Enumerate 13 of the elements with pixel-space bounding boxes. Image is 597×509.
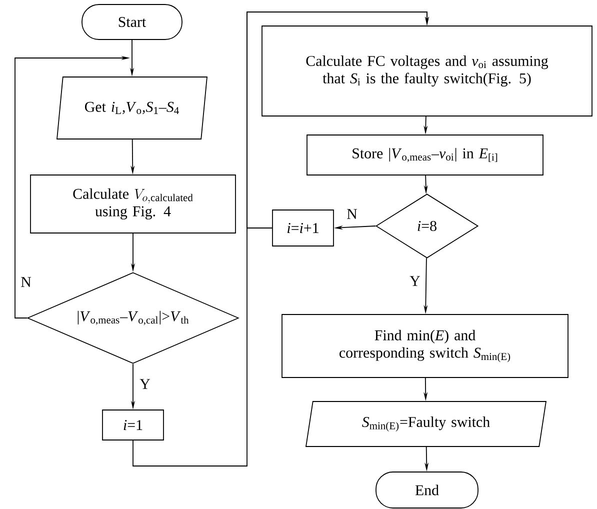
- edge-label: Y: [138, 378, 152, 390]
- io-parallelogram: Get i$_{L}$,V$_{o}$,S$_{1}$–S$_{4}$: [56, 76, 208, 140]
- process-box: $\begin{array}{c}\text{Calculate }V_{o,\mathrm{calculated}}\\ \text{using Fig. 4}\end{array}$: [30, 174, 236, 234]
- process-box: i=1: [102, 410, 164, 440]
- process-box: Calculate FC voltages and v$_{oi}$ assuming that S$_{i}$ is the faulty switch(Fig. 5): [262, 26, 592, 116]
- terminal-box: Start: [82, 4, 182, 40]
- process-box: Store |V$_{o,meas}$–v$_{oi}$| in E$_{[i]}$: [306, 134, 544, 176]
- process-box: Find min(E) and corresponding switch S$_{min(E)}$: [282, 314, 568, 378]
- process-box: i=i+1: [272, 210, 334, 246]
- terminal-box: End: [376, 472, 478, 508]
- edge-label: Y: [408, 275, 422, 287]
- arrow: [246, 12, 430, 228]
- edge-label: N: [346, 208, 358, 220]
